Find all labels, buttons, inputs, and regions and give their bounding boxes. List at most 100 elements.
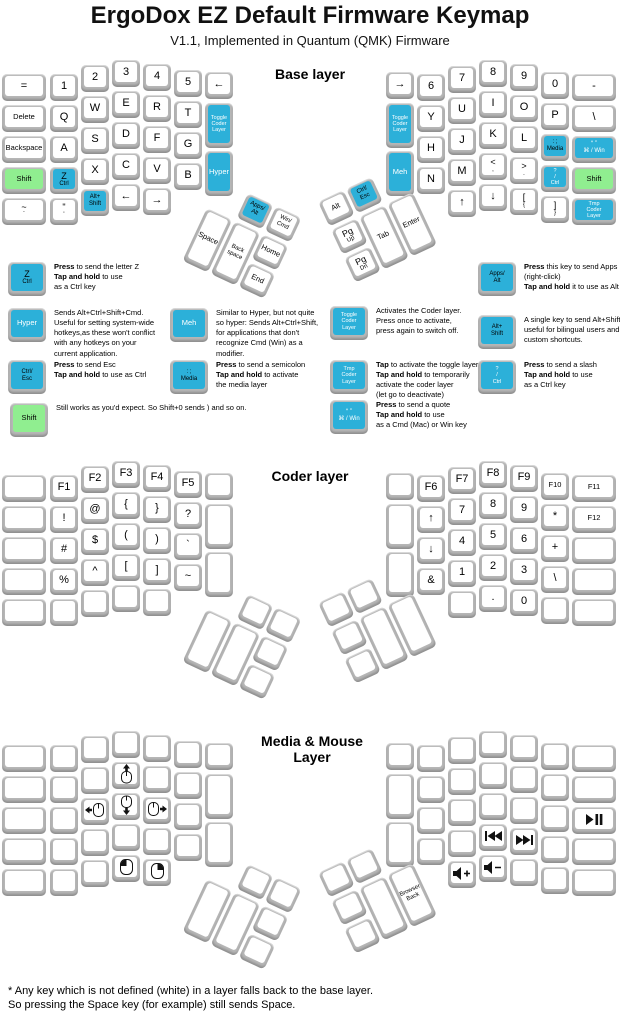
key-symbol: ^ <box>81 559 109 586</box>
footnote-line-2: So pressing the Space key (for example) … <box>8 999 296 1012</box>
key-blank <box>2 745 46 772</box>
key-symbol: * <box>541 504 569 531</box>
key-blank <box>479 762 507 789</box>
key-2: 2 <box>479 554 507 581</box>
key-blank <box>386 504 414 549</box>
key-f2: F2 <box>81 466 109 493</box>
key-mouse-down <box>112 793 140 820</box>
key-alt-shift: Alt+Shift <box>81 189 109 216</box>
key-blank <box>112 824 140 851</box>
key-symbol: ← <box>112 184 140 211</box>
mouse-btn-left-icon <box>119 859 133 875</box>
key-0: 0 <box>541 72 569 99</box>
key-blank <box>2 838 46 865</box>
key-blank <box>386 774 414 819</box>
key-blank <box>112 731 140 758</box>
key-symbol: [{ <box>510 188 538 215</box>
key-4: 4 <box>448 529 476 556</box>
key-9: 9 <box>510 496 538 523</box>
mouse-left-icon <box>85 803 104 817</box>
key-1: 1 <box>448 560 476 587</box>
key-blank <box>81 590 109 617</box>
key-8: 8 <box>479 60 507 87</box>
key-blank <box>2 568 46 595</box>
key-blank <box>174 834 202 861</box>
key-i: I <box>479 91 507 118</box>
key-blank <box>386 822 414 867</box>
key-blank <box>448 591 476 618</box>
key-blank <box>448 799 476 826</box>
key-r: R <box>143 95 171 122</box>
key-symbol: ↓ <box>417 537 445 564</box>
key-c: C <box>112 153 140 180</box>
legend-text-toggle-coder: Activates the Coder layer.Press once to … <box>376 306 462 336</box>
key-win: “ ”⌘ / Win <box>330 400 368 434</box>
key-symbol: { <box>112 492 140 519</box>
key-symbol: >. <box>510 157 538 184</box>
key-ctrl: ?/Ctrl <box>541 165 569 192</box>
key-symbol: ↑ <box>417 506 445 533</box>
key-f8: F8 <box>479 461 507 488</box>
key-blank <box>572 838 616 865</box>
left-thumb-cluster <box>180 851 306 977</box>
key-blank <box>50 838 78 865</box>
key-f5: F5 <box>174 471 202 498</box>
key-blank <box>541 774 569 801</box>
key-shift: Shift <box>10 403 48 437</box>
key-blank <box>205 822 233 867</box>
key-blank <box>81 767 109 794</box>
key-a: A <box>50 136 78 163</box>
key-symbol: . <box>479 585 507 612</box>
page-subtitle: V1.1, Implemented in Quantum (QMK) Firmw… <box>170 33 450 48</box>
key-media: : ;Media <box>170 360 208 394</box>
page-title: ErgoDox EZ Default Firmware Keymap <box>90 2 530 29</box>
left-thumb-cluster <box>180 581 306 707</box>
key-symbol: } <box>143 496 171 523</box>
key-symbol: @ <box>81 497 109 524</box>
key-blank <box>572 745 616 772</box>
key-meh: Meh <box>170 308 208 342</box>
key-mouse-up <box>112 762 140 789</box>
key-meh: Meh <box>386 151 414 196</box>
key-d: D <box>112 122 140 149</box>
key-symbol: + <box>541 535 569 562</box>
key-vol-up <box>448 861 476 888</box>
key-symbol: # <box>50 537 78 564</box>
key-h: H <box>417 136 445 163</box>
key-9: 9 <box>510 64 538 91</box>
key-7: 7 <box>448 66 476 93</box>
key-hyper: Hyper <box>8 308 46 342</box>
key-blank <box>81 736 109 763</box>
key-blank <box>417 745 445 772</box>
key-blank <box>510 797 538 824</box>
play-pause-icon <box>585 813 602 825</box>
key-f10: F10 <box>541 473 569 500</box>
key-symbol: [ <box>112 554 140 581</box>
key-blank <box>2 475 46 502</box>
key-symbol: ] <box>143 558 171 585</box>
key-shift: Shift <box>572 167 616 194</box>
key-3: 3 <box>112 60 140 87</box>
key-play-pause <box>572 807 616 834</box>
key-f1: F1 <box>50 475 78 502</box>
key-blank <box>2 537 46 564</box>
key-f9: F9 <box>510 465 538 492</box>
key-l: L <box>510 126 538 153</box>
key-blank <box>541 867 569 894</box>
key-u: U <box>448 97 476 124</box>
key-x: X <box>81 158 109 185</box>
vol-up-icon <box>452 866 470 880</box>
key-symbol: ~` <box>2 198 46 225</box>
key-symbol: ! <box>50 506 78 533</box>
key-vol-down <box>479 855 507 882</box>
key-blank <box>2 776 46 803</box>
key-shift: Shift <box>2 167 46 194</box>
footnote-line-1: * Any key which is not defined (white) i… <box>8 985 374 997</box>
